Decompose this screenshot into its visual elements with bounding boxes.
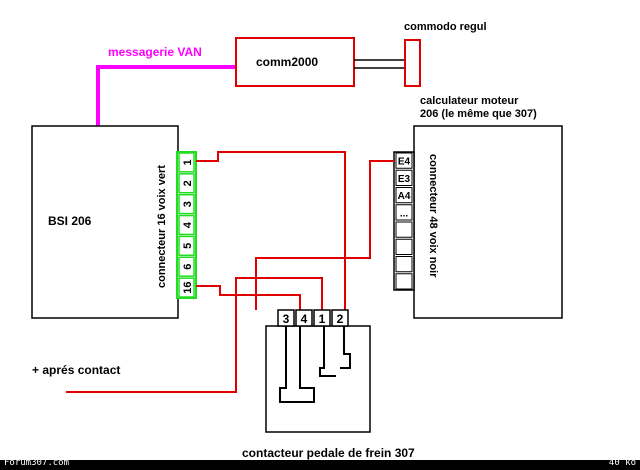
footer-left: Forum307.com — [4, 458, 70, 468]
ecu-pin-E4: E4 — [395, 152, 413, 169]
switch-pin-label: 1 — [319, 312, 326, 326]
connector-48-label: connecteur 48 voix noir — [427, 154, 439, 278]
calculateur-label-line1: calculateur moteur — [420, 95, 519, 107]
switch-pin-label: 2 — [337, 312, 344, 326]
ecu-pin-empty — [395, 221, 413, 238]
connector-16-label: connecteur 16 voix vert — [156, 165, 168, 288]
ecu-pin-A4: A4 — [395, 187, 413, 204]
connector-48-frame — [393, 151, 415, 291]
ecu-pin-empty — [395, 273, 413, 290]
messagerie-van-label: messagerie VAN — [108, 45, 202, 59]
switch-pin-1: 1 — [313, 309, 331, 327]
contact-left — [279, 326, 315, 403]
switch-pin-3: 3 — [277, 309, 295, 327]
bsi-pin-6: 6 — [178, 256, 195, 277]
contact-middle — [319, 326, 336, 377]
brake-switch-contacts — [279, 326, 351, 403]
footer-right: 40 ko — [608, 458, 636, 468]
wire-bsi16-to-switch4 — [196, 285, 301, 310]
contacteur-label: contacteur pedale de frein 307 — [242, 446, 415, 460]
bsi-pin-2: 2 — [178, 173, 195, 194]
commodo-label: commodo regul — [404, 21, 487, 33]
switch-pin-4: 4 — [295, 309, 313, 327]
ecu-pin-...: ... — [395, 204, 413, 221]
calculateur-moteur-box — [413, 125, 563, 319]
bsi-pin-label: 5 — [182, 243, 194, 249]
bsi-pin-label: 1 — [182, 159, 194, 165]
wire-bsi1-to-switch2 — [196, 151, 346, 310]
ecu-pin-E3: E3 — [395, 169, 413, 186]
ecu-pin-label: E3 — [398, 174, 411, 185]
ecu-pin-label: E4 — [398, 157, 411, 168]
apres-contact-label: + aprés contact — [32, 363, 120, 377]
bsi-pin-1: 1 — [178, 152, 195, 173]
contact-right — [340, 326, 351, 369]
commodo-regul-box — [404, 39, 421, 87]
van-bus-wire — [96, 65, 236, 126]
comm2000-box — [235, 37, 355, 87]
wire-ecuE4-to-switch3 — [255, 160, 394, 310]
calculateur-label-line2: 206 (le même que 307) — [420, 108, 537, 120]
bsi-pin-16: 16 — [178, 277, 195, 298]
bsi-pin-label: 4 — [182, 221, 194, 228]
brake-switch-body — [265, 325, 371, 433]
bsi-pin-4: 4 — [178, 214, 195, 236]
wire-apres-contact-to-switch1 — [66, 277, 323, 393]
ecu-pin-empty — [395, 238, 413, 255]
switch-pin-label: 3 — [283, 312, 290, 326]
comm2000-label: comm2000 — [256, 55, 318, 69]
ecu-pin-label: ... — [400, 208, 409, 219]
connector-48-black: E4E3A4... — [393, 151, 415, 291]
switch-pin-2: 2 — [331, 309, 349, 327]
bsi-pin-label: 3 — [182, 201, 194, 207]
bsi-pin-label: 6 — [182, 264, 194, 270]
bsi-pin-5: 5 — [178, 235, 195, 257]
bsi-pin-label: 16 — [182, 281, 194, 293]
switch-pin-label: 4 — [301, 312, 308, 326]
bsi-206-label: BSI 206 — [48, 214, 92, 228]
ecu-pin-label: A4 — [398, 191, 411, 202]
ecu-pin-empty — [395, 256, 413, 273]
bsi-pin-label: 2 — [182, 180, 194, 186]
connector-16-green: 1 2 3 4 5 6 16 — [176, 151, 197, 299]
bsi-pin-3: 3 — [178, 193, 195, 215]
